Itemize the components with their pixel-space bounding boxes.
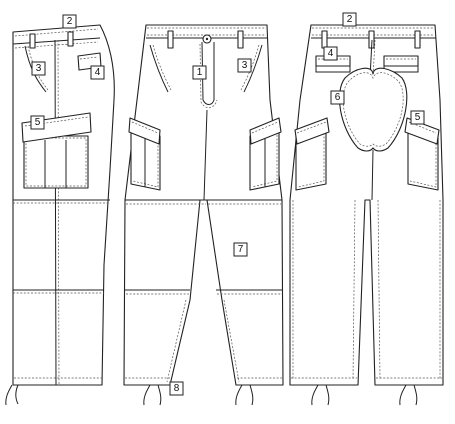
svg-text:2: 2 bbox=[67, 16, 73, 27]
callout-front-8: 8 bbox=[169, 381, 184, 396]
callout-front-1: 1 bbox=[192, 65, 207, 80]
callout-side-5: 5 bbox=[30, 115, 45, 130]
fly bbox=[201, 41, 215, 105]
svg-text:5: 5 bbox=[415, 112, 421, 123]
cargo-flap bbox=[21, 112, 92, 143]
drawstring-left bbox=[143, 384, 162, 406]
side-seam bbox=[54, 39, 57, 386]
callout-side-3: 3 bbox=[31, 61, 46, 76]
callout-side-2: 2 bbox=[62, 14, 77, 29]
back-pocket-right bbox=[383, 55, 419, 67]
svg-text:3: 3 bbox=[242, 60, 248, 71]
side-view bbox=[5, 24, 115, 406]
svg-text:7: 7 bbox=[238, 244, 244, 255]
svg-text:4: 4 bbox=[95, 67, 101, 78]
callout-front-3: 3 bbox=[237, 58, 252, 73]
callout-side-4: 4 bbox=[90, 65, 105, 80]
svg-text:8: 8 bbox=[174, 383, 180, 394]
back-view bbox=[289, 24, 444, 406]
seat-reinforcement bbox=[339, 67, 408, 152]
svg-text:6: 6 bbox=[335, 92, 341, 103]
callout-back-2: 2 bbox=[342, 12, 357, 27]
callout-front-7: 7 bbox=[233, 242, 248, 257]
svg-text:4: 4 bbox=[328, 48, 334, 59]
front-view bbox=[123, 24, 284, 406]
callout-back-4: 4 bbox=[323, 46, 338, 61]
knee-panel-left bbox=[125, 199, 207, 291]
callout-back-6: 6 bbox=[330, 90, 345, 105]
svg-text:1: 1 bbox=[197, 67, 203, 78]
svg-text:2: 2 bbox=[347, 14, 353, 25]
cargo-pocket bbox=[23, 135, 89, 189]
drawstring-right bbox=[235, 384, 254, 406]
svg-text:3: 3 bbox=[36, 63, 42, 74]
svg-text:5: 5 bbox=[35, 117, 41, 128]
callouts: 2 3 4 5 1 3 7 8 bbox=[30, 12, 425, 396]
callout-back-5: 5 bbox=[410, 110, 425, 125]
knee-panel-right bbox=[207, 199, 283, 291]
